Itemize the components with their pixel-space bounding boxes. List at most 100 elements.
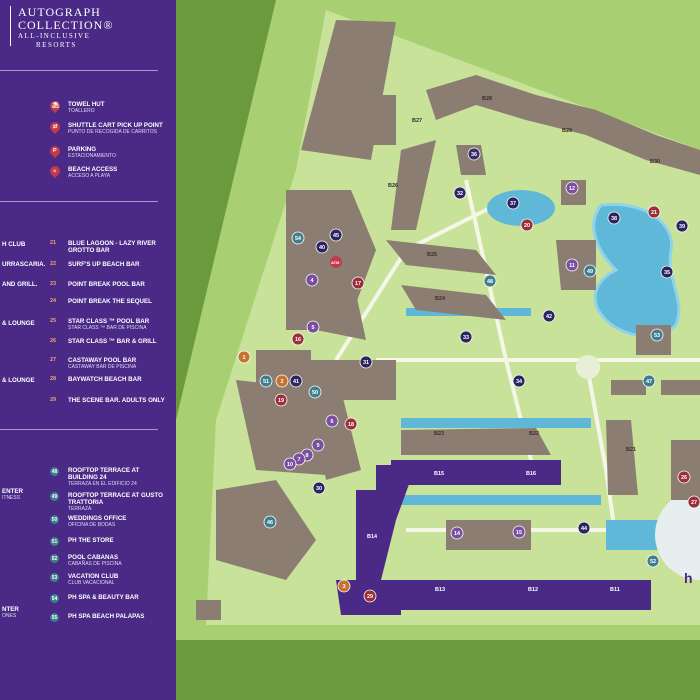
- building-labels: B28 B27 B29 B30 B26 B25 B24 B23 B22 B21 …: [367, 96, 660, 593]
- map-marker[interactable]: 50: [308, 385, 322, 399]
- map-marker[interactable]: 31: [359, 355, 373, 369]
- map-marker-label: 32: [457, 191, 463, 197]
- map-marker[interactable]: 12: [565, 181, 579, 195]
- map-marker[interactable]: 39: [675, 219, 689, 233]
- map-marker-pin: [359, 355, 373, 369]
- map-marker[interactable]: 26: [677, 470, 691, 484]
- legend-item: PH SPA & BEAUTY BAR: [68, 594, 139, 601]
- map-marker[interactable]: 51: [259, 374, 273, 388]
- resort-map[interactable]: B28 B27 B29 B30 B26 B25 B24 B23 B22 B21 …: [176, 0, 700, 700]
- outer-grass-bottom: [176, 640, 700, 700]
- legend-item: SURF'S UP BEACH BAR: [68, 261, 140, 268]
- map-marker-label: 16: [295, 337, 301, 343]
- map-marker[interactable]: 38: [607, 211, 621, 225]
- map-marker[interactable]: 16: [291, 332, 305, 346]
- legend-number: 25: [50, 318, 57, 324]
- map-marker-label: 39: [679, 224, 685, 230]
- map-marker-label: 51: [263, 379, 269, 385]
- map-marker-label: 47: [646, 379, 652, 385]
- map-marker[interactable]: 35: [660, 265, 674, 279]
- map-marker[interactable]: 37: [506, 196, 520, 210]
- map-marker[interactable]: 2: [275, 374, 289, 388]
- map-marker[interactable]: 45: [329, 228, 343, 242]
- legend-partial-6: & LOUNGE: [2, 377, 35, 384]
- map-marker[interactable]: 33: [459, 330, 473, 344]
- map-marker[interactable]: 27: [687, 495, 700, 509]
- map-marker[interactable]: 15: [512, 525, 526, 539]
- legend-number: 53: [50, 573, 59, 582]
- map-marker[interactable]: 17: [351, 276, 365, 290]
- map-marker[interactable]: 32: [453, 186, 467, 200]
- map-marker-pin: [650, 328, 664, 342]
- map-marker[interactable]: 20: [520, 218, 534, 232]
- map-marker-pin: [677, 470, 691, 484]
- map-marker-pin: [450, 526, 464, 540]
- map-marker[interactable]: 1: [237, 350, 251, 364]
- map-marker-label: 38: [611, 216, 617, 222]
- map-marker-label: 7: [297, 457, 300, 463]
- map-marker-pin: [565, 258, 579, 272]
- map-marker-label: 2: [280, 379, 283, 385]
- building-label: B15: [434, 471, 444, 477]
- map-marker[interactable]: 6: [325, 414, 339, 428]
- beach-plaza: [655, 490, 700, 580]
- map-marker[interactable]: 11: [565, 258, 579, 272]
- legend-number: 51: [50, 537, 59, 546]
- map-marker[interactable]: 46: [263, 515, 277, 529]
- map-marker-label: 31: [363, 360, 369, 366]
- atm-icon[interactable]: ATM: [330, 256, 342, 268]
- map-marker[interactable]: 40: [315, 240, 329, 254]
- map-marker[interactable]: 4: [305, 273, 319, 287]
- map-marker[interactable]: 29: [363, 589, 377, 603]
- map-marker[interactable]: 49: [583, 264, 597, 278]
- map-marker-label: 40: [319, 245, 325, 251]
- map-marker-pin: [642, 374, 656, 388]
- legend-number: 27: [50, 357, 57, 363]
- map-marker[interactable]: 41: [289, 374, 303, 388]
- legend-number: 23: [50, 281, 57, 287]
- map-marker[interactable]: 42: [542, 309, 556, 323]
- map-marker[interactable]: 18: [344, 417, 358, 431]
- map-marker[interactable]: 14: [450, 526, 464, 540]
- map-marker[interactable]: 30: [312, 481, 326, 495]
- map-marker[interactable]: 3: [337, 579, 351, 593]
- legend-number: 28: [50, 376, 57, 382]
- map-marker-label: 19: [278, 398, 284, 404]
- brand-line-1: AUTOGRAPH: [18, 5, 101, 19]
- map-marker-label: 9: [316, 443, 319, 449]
- map-marker[interactable]: 53: [650, 328, 664, 342]
- legend-number: 26: [50, 338, 57, 344]
- map-marker-label: 20: [524, 223, 530, 229]
- map-marker[interactable]: 48: [483, 274, 497, 288]
- map-marker[interactable]: 9: [311, 438, 325, 452]
- map-marker-pin: [291, 231, 305, 245]
- building-label: B24: [435, 296, 446, 302]
- building-label: B23: [434, 431, 444, 437]
- map-marker[interactable]: 47: [642, 374, 656, 388]
- map-marker-pin: [506, 196, 520, 210]
- map-marker[interactable]: 10: [283, 457, 297, 471]
- map-marker[interactable]: 34: [512, 374, 526, 388]
- buildings: [196, 20, 700, 620]
- map-marker-pin: [687, 495, 700, 509]
- legend-number: 48: [50, 467, 59, 476]
- legend-number: 52: [50, 554, 59, 563]
- map-marker[interactable]: 54: [291, 231, 305, 245]
- map-marker-label: 33: [463, 335, 469, 341]
- map-marker-pin: [660, 265, 674, 279]
- map-marker[interactable]: 52: [646, 554, 660, 568]
- map-marker-pin: [520, 218, 534, 232]
- beach-access-icon: ≈: [47, 163, 63, 179]
- map-marker[interactable]: 36: [467, 147, 481, 161]
- roundabout: [576, 355, 600, 379]
- map-marker-pin: [308, 385, 322, 399]
- map-marker-label: 29: [367, 594, 373, 600]
- map-marker[interactable]: 21: [647, 205, 661, 219]
- map-marker[interactable]: 44: [577, 521, 591, 535]
- map-marker[interactable]: 19: [274, 393, 288, 407]
- map-marker-pin: [263, 515, 277, 529]
- map-marker-pin: [583, 264, 597, 278]
- map-marker[interactable]: 5: [306, 320, 320, 334]
